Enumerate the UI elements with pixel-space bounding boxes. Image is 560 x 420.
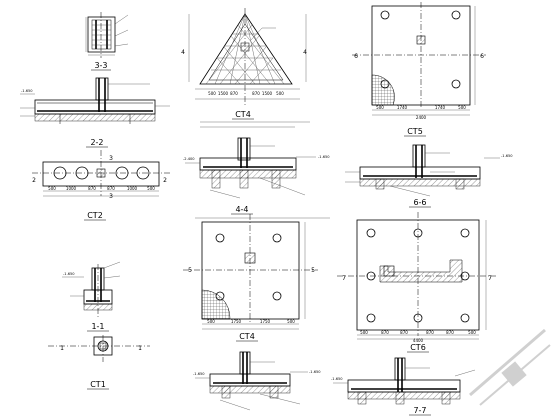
dimension: 500 bbox=[287, 319, 295, 324]
section-1-1-title: 1-1 bbox=[91, 322, 104, 331]
dimension: 870 bbox=[426, 330, 434, 335]
section-6-6-title: 6-6 bbox=[413, 198, 426, 207]
elevation-label: -2.400 bbox=[183, 157, 195, 161]
axis-label: 2 bbox=[32, 177, 36, 184]
axis-label: 7 bbox=[488, 275, 492, 282]
dimension: 500 bbox=[147, 186, 155, 191]
dimension: 500 bbox=[360, 330, 368, 335]
axis-label: 1 bbox=[60, 345, 64, 352]
section-2-2-title: 2-2 bbox=[90, 138, 103, 147]
plan-ct6: 7 7 500 870 870 870 870 500 4400 CT6 bbox=[337, 212, 496, 353]
dimension: 500 bbox=[207, 319, 215, 324]
plan-ct4-square: 5 5 500 1750 1750 500 CT4 bbox=[183, 214, 330, 342]
dimension: 1740 bbox=[435, 105, 446, 110]
dimension: 870 bbox=[446, 330, 454, 335]
dimension: 870 bbox=[230, 91, 238, 96]
elevation-label: -1.650 bbox=[309, 370, 321, 374]
section-7-7-title: 7-7 bbox=[413, 406, 426, 415]
dimension-total: 4400 bbox=[413, 338, 424, 343]
axis-label: 2 bbox=[163, 177, 167, 184]
plan-ct5: 6 6 500 1740 1740 500 2400 CT5 bbox=[352, 2, 486, 137]
dimension: 500 bbox=[276, 91, 284, 96]
axis-label: 1 bbox=[138, 345, 142, 352]
plan-ct2: 3 3 2 2 500 1000 870 870 1000 500 CT2 bbox=[32, 150, 170, 221]
axis-label: 4 bbox=[303, 49, 307, 56]
section-2-2: -1.650 2-2 bbox=[20, 77, 170, 148]
section-3-3: 3-3 bbox=[85, 12, 129, 71]
dimension: 500 bbox=[468, 330, 476, 335]
axis-label: 3 bbox=[109, 193, 113, 200]
dimension: 1500 bbox=[262, 91, 273, 96]
elevation-label: -1.650 bbox=[193, 372, 205, 376]
section-3-3-title: 3-3 bbox=[94, 61, 107, 70]
axis-label: 5 bbox=[188, 267, 192, 274]
dimension: 870 bbox=[107, 186, 115, 191]
dimension-total: 2400 bbox=[416, 115, 427, 120]
dimension: 500 bbox=[458, 105, 466, 110]
axis-label: 3 bbox=[109, 155, 113, 162]
dimension: 870 bbox=[88, 186, 96, 191]
section-4-4: -2.400 -1.650 4-4 bbox=[183, 137, 330, 215]
elevation-label: -1.650 bbox=[318, 155, 330, 159]
axis-label: 5 bbox=[311, 267, 315, 274]
plan-ct6-title: CT6 bbox=[410, 343, 426, 352]
dimension: 870 bbox=[252, 91, 260, 96]
dimension: 1500 bbox=[218, 91, 229, 96]
axis-label: 6 bbox=[354, 53, 358, 60]
plan-ct2-title: CT2 bbox=[87, 211, 103, 220]
watermark-logo bbox=[469, 328, 551, 406]
dimension: 870 bbox=[400, 330, 408, 335]
elevation-label: -1.650 bbox=[501, 154, 513, 158]
elevation-label: -1.650 bbox=[63, 272, 75, 276]
plan-ct4-triangle-title: CT4 bbox=[235, 110, 251, 119]
axis-label: 4 bbox=[181, 49, 185, 56]
section-bottom-center: -1.650 -1.650 bbox=[193, 351, 321, 411]
section-6-6: -1.650 6-6 bbox=[345, 144, 513, 208]
axis-label: 7 bbox=[342, 275, 346, 282]
dimension: 1000 bbox=[127, 186, 138, 191]
elevation-label: -1.650 bbox=[21, 89, 33, 93]
section-1-1: -1.650 1-1 bbox=[62, 261, 121, 332]
axis-label: 6 bbox=[480, 53, 484, 60]
dimension: 500 bbox=[376, 105, 384, 110]
plan-ct4-triangle: 4 4 500 1500 870 870 150 bbox=[181, 8, 310, 128]
dimension: 500 bbox=[48, 186, 56, 191]
plan-ct5-title: CT5 bbox=[407, 127, 423, 136]
section-4-4-title: 4-4 bbox=[235, 205, 248, 214]
section-7-7: -1.650 7-7 bbox=[331, 357, 476, 416]
dimension: 1000 bbox=[66, 186, 77, 191]
dimension: 870 bbox=[381, 330, 389, 335]
dimension: 1750 bbox=[231, 319, 242, 324]
dimension: 500 bbox=[208, 91, 216, 96]
plan-ct1-title: CT1 bbox=[90, 380, 106, 389]
dimension: 1740 bbox=[397, 105, 408, 110]
plan-ct4-square-title: CT4 bbox=[239, 332, 255, 341]
elevation-label: -1.650 bbox=[331, 377, 343, 381]
plan-ct1: 1 1 CT1 bbox=[48, 335, 150, 390]
dimension: 1750 bbox=[260, 319, 271, 324]
